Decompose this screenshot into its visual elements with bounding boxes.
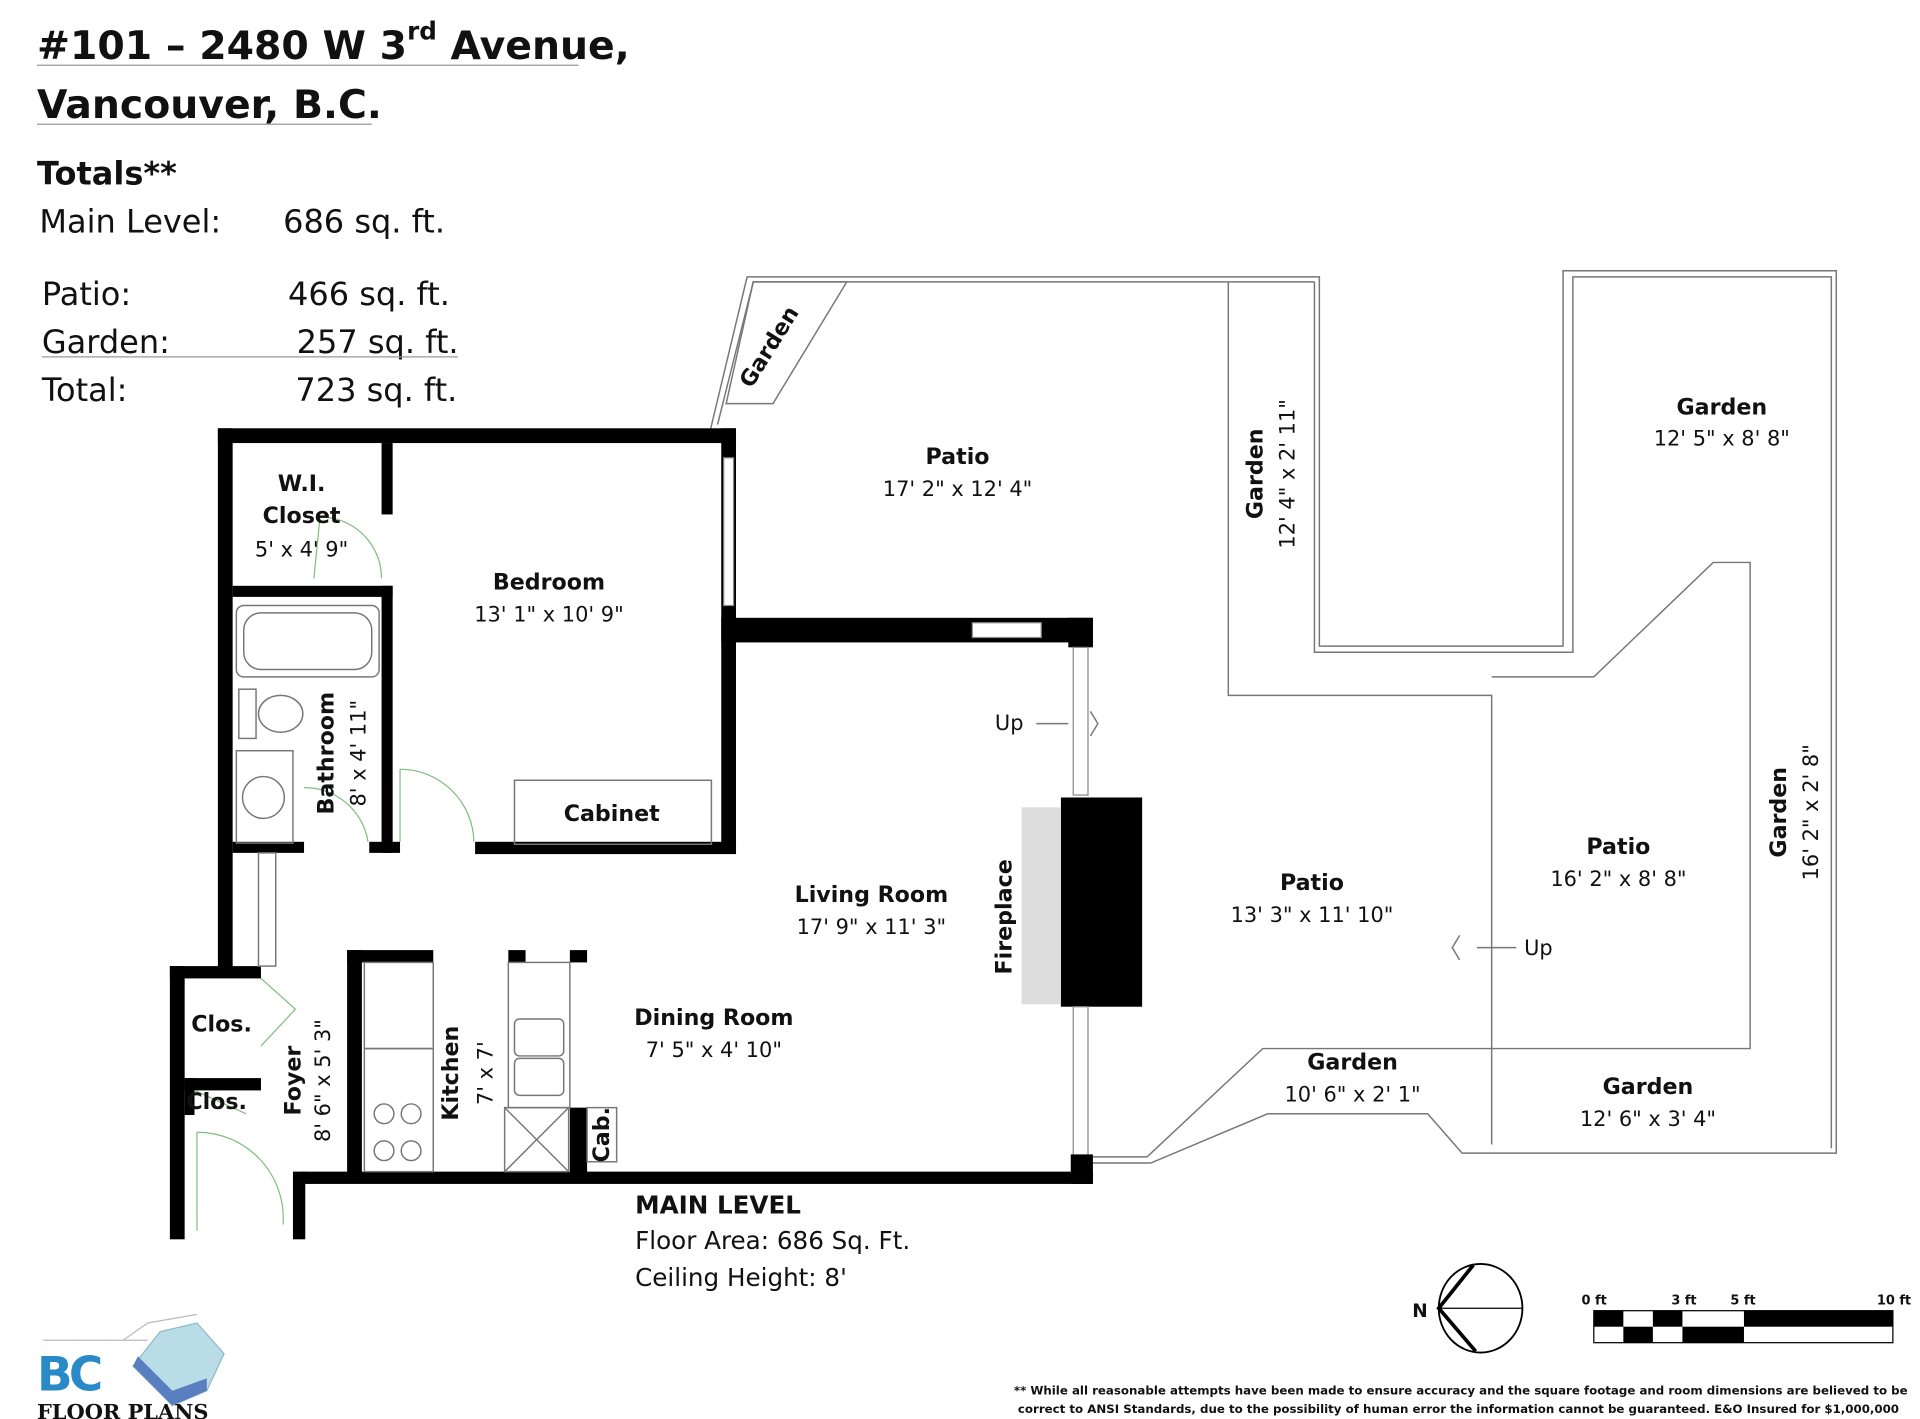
- svg-text:N: N: [1412, 1301, 1427, 1322]
- svg-text:** While all reasonable attemp: ** While all reasonable attempts have be…: [1014, 1383, 1908, 1397]
- svg-text:5 ft: 5 ft: [1730, 1294, 1755, 1309]
- room-labels: Garden Patio 17' 2" x 12' 4" Garden 12' …: [186, 302, 1822, 1163]
- level-info: MAIN LEVEL Floor Area: 686 Sq. Ft. Ceili…: [635, 1190, 910, 1292]
- svg-text:16' 2" x 8' 8": 16' 2" x 8' 8": [1550, 867, 1686, 891]
- scale-bar: 0 ft 3 ft 5 ft 10 ft: [1582, 1294, 1911, 1344]
- svg-text:BC: BC: [37, 1349, 101, 1403]
- svg-text:13' 3" x 11' 10": 13' 3" x 11' 10": [1231, 903, 1394, 927]
- garden-vertical-label: Garden: [1243, 428, 1269, 519]
- wi-closet-label: W.I.: [278, 471, 326, 497]
- address-heading: #101 – 2480 W 3rd Avenue, Vancouver, B.C…: [37, 16, 630, 128]
- svg-text:Patio:: Patio:: [42, 275, 131, 313]
- svg-text:16' 2" x 2' 8": 16' 2" x 2' 8": [1799, 744, 1823, 880]
- bedroom-label: Bedroom: [493, 570, 605, 596]
- svg-text:Total:: Total:: [41, 371, 127, 409]
- svg-text:#101 – 2480 W 3rd Avenue,: #101 – 2480 W 3rd Avenue,: [37, 16, 630, 69]
- svg-text:5' x 4' 9": 5' x 4' 9": [255, 537, 348, 561]
- svg-text:12' 6" x 3' 4": 12' 6" x 3' 4": [1580, 1107, 1716, 1131]
- svg-text:Vancouver, B.C.: Vancouver, B.C.: [37, 82, 382, 128]
- fixtures: [194, 516, 1517, 1231]
- garden-bottom-right-label: Garden: [1603, 1074, 1694, 1100]
- totals-heading: Totals**: [37, 155, 177, 193]
- dining-room-label: Dining Room: [634, 1005, 793, 1031]
- up-label: Up: [995, 711, 1024, 735]
- svg-text:Main Level:: Main Level:: [39, 203, 221, 241]
- svg-text:Closet: Closet: [263, 503, 341, 529]
- bathroom-label: Bathroom: [314, 692, 340, 815]
- svg-text:8' x 4' 11": 8' x 4' 11": [347, 700, 371, 807]
- svg-text:10' 6" x 2' 1": 10' 6" x 2' 1": [1285, 1082, 1421, 1106]
- svg-text:3 ft: 3 ft: [1671, 1294, 1696, 1309]
- fireplace-label: Fireplace: [992, 859, 1018, 974]
- svg-text:MAIN LEVEL: MAIN LEVEL: [635, 1190, 801, 1219]
- patio-middle-label: Patio: [1280, 870, 1344, 896]
- living-room-label: Living Room: [795, 882, 949, 908]
- patio-right-label: Patio: [1586, 834, 1650, 860]
- svg-text:10 ft: 10 ft: [1877, 1294, 1911, 1309]
- garden-top-right-label: Garden: [1676, 395, 1767, 421]
- svg-text:17' 9" x 11' 3": 17' 9" x 11' 3": [797, 915, 947, 939]
- closet-label-1: Clos.: [191, 1011, 252, 1037]
- disclaimer: ** While all reasonable attempts have be…: [1014, 1383, 1908, 1415]
- north-compass-icon: N: [1412, 1263, 1524, 1354]
- svg-text:Floor Area: 686 Sq. Ft.: Floor Area: 686 Sq. Ft.: [635, 1226, 910, 1255]
- svg-text:Ceiling Height: 8': Ceiling Height: 8': [635, 1263, 847, 1292]
- bc-floor-plans-logo: BC FLOOR PLANS: [37, 1313, 225, 1419]
- svg-text:257 sq. ft.: 257 sq. ft.: [297, 323, 459, 361]
- svg-text:12' 4" x 2' 11": 12' 4" x 2' 11": [1276, 399, 1300, 548]
- exterior-outlines: [709, 270, 1837, 1164]
- svg-text:0 ft: 0 ft: [1582, 1294, 1607, 1309]
- svg-text:7' 5" x 4' 10": 7' 5" x 4' 10": [646, 1038, 782, 1062]
- svg-text:correct to ANSI Standards, due: correct to ANSI Standards, due to the po…: [1018, 1402, 1899, 1416]
- cabinet-label: Cabinet: [564, 801, 660, 827]
- closet-label-2: Clos.: [186, 1089, 247, 1115]
- svg-text:723 sq. ft.: 723 sq. ft.: [295, 371, 457, 409]
- garden-right-label: Garden: [1766, 767, 1792, 858]
- totals-table: Totals** Main Level: 686 sq. ft. Patio: …: [37, 155, 459, 410]
- garden-bottom-middle-label: Garden: [1307, 1049, 1398, 1075]
- svg-text:Garden:: Garden:: [42, 323, 170, 361]
- cab-label: Cab.: [589, 1107, 615, 1162]
- patio-top-label: Patio: [926, 444, 990, 470]
- kitchen-label: Kitchen: [438, 1026, 464, 1121]
- svg-text:7' x 7': 7' x 7': [473, 1041, 497, 1105]
- svg-text:12' 5" x 8' 8": 12' 5" x 8' 8": [1654, 427, 1790, 451]
- svg-text:FLOOR PLANS: FLOOR PLANS: [37, 1399, 208, 1419]
- svg-text:8' 6" x 5' 3": 8' 6" x 5' 3": [311, 1019, 335, 1142]
- svg-text:17' 2" x 12' 4": 17' 2" x 12' 4": [883, 477, 1033, 501]
- svg-text:13' 1" x 10' 9": 13' 1" x 10' 9": [474, 603, 624, 627]
- svg-text:466 sq. ft.: 466 sq. ft.: [288, 275, 450, 313]
- foyer-label: Foyer: [280, 1046, 306, 1116]
- up-label-2: Up: [1524, 936, 1553, 960]
- svg-text:686 sq. ft.: 686 sq. ft.: [283, 203, 445, 241]
